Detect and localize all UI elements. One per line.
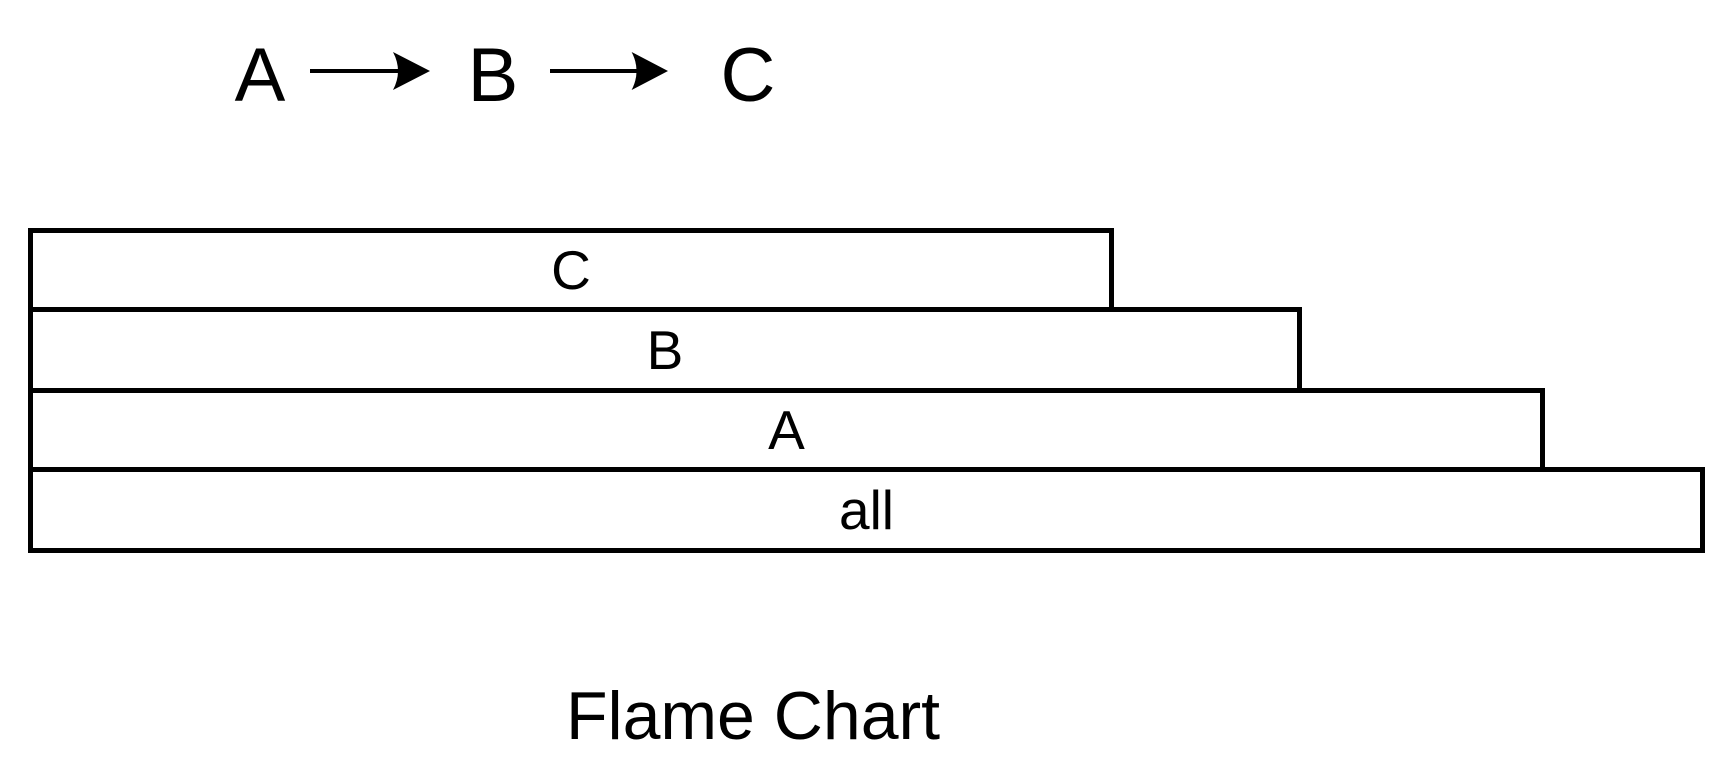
frame-all: all [28,467,1705,553]
arrow-right-icon [550,49,668,93]
arrow-right-icon [310,49,430,93]
frame-b: B [28,307,1302,393]
frame-label: all [838,478,895,541]
frame-label: C [551,238,591,301]
call-chain-node-b: B [467,33,519,118]
call-chain-node-c: C [720,33,776,118]
chart-title: Flame Chart [565,678,941,754]
frame-a: A [28,388,1545,472]
frame-c: C [28,228,1114,312]
frame-label: A [768,398,805,461]
call-chain-node-a: A [234,33,286,118]
frame-label: B [646,318,684,381]
